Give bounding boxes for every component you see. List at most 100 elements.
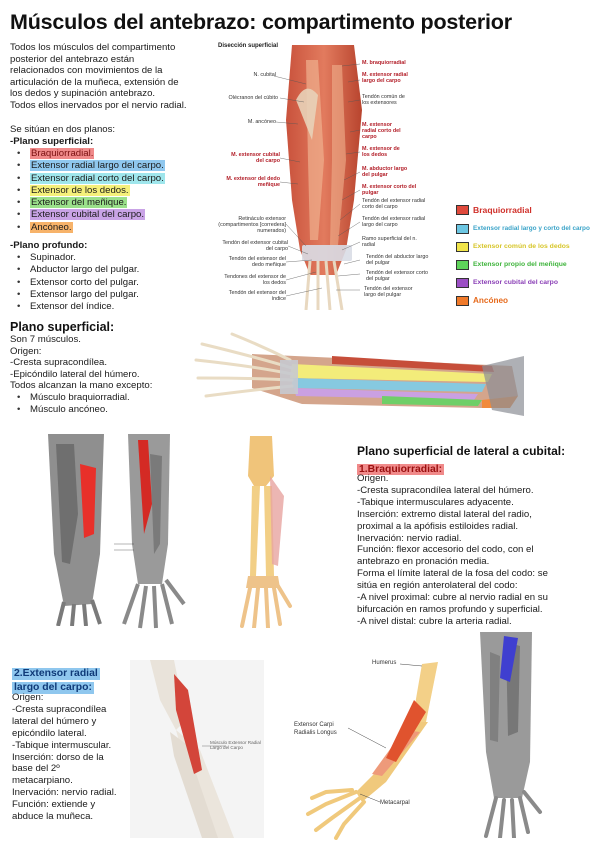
legend-ext-cubital: Extensor cubital del carpo: [456, 276, 558, 289]
intro-line: articulación de la muñeca, extensión de: [10, 76, 179, 88]
label-ercl-line2: Radialis Longus: [294, 730, 337, 736]
legend-label: Extensor cubital del carpo: [473, 279, 558, 286]
text-line: Inervación: nervio radial.: [12, 787, 117, 799]
superficial-section-title: Plano superficial:: [10, 320, 115, 334]
label-olecranon: Olécranon del cúbito: [228, 95, 278, 101]
figure-heading: Disección superficial: [218, 43, 279, 49]
text-line: Son 7 músculos.: [10, 334, 81, 345]
posterior-arm-figure-2: [110, 434, 192, 630]
list-item: Supinador.: [10, 252, 210, 265]
text-line: Inervación: nervio radial.: [357, 532, 462, 544]
ercl-subtitle: 2.Extensor radial largo del carpo:: [12, 666, 124, 694]
label-m-ext-radial-corto: M. extensor radial corto del carpo: [362, 122, 401, 141]
text-line: -Cresta supracondílea.: [10, 357, 108, 369]
text-line: proximal a la apófisis estiloides radial…: [357, 520, 519, 532]
posterior-arm-illustration: [114, 434, 186, 629]
label-m-anconeo: M. ancóneo: [247, 119, 276, 125]
posterior-arm-illustration: [48, 434, 104, 626]
label-ramo-superficial: Ramo superficial del n. radial: [362, 236, 417, 249]
ercl-section-text: Origen: -Cresta supracondílea lateral de…: [12, 692, 134, 823]
superficial-list: Braquiorradial. Extensor radial largo de…: [10, 148, 210, 234]
intro-line: relacionados con movimientos de la: [10, 65, 163, 77]
label-tendon-ext-largo-pulgar: Tendón del extensor largo del pulgar: [364, 286, 413, 299]
list-item: Ancóneo.: [10, 221, 210, 234]
text-line: base del 2º: [12, 763, 60, 775]
deep-list: Supinador. Abductor largo del pulgar. Ex…: [10, 252, 210, 314]
lateral-section-text: Origen. -Cresta supracondílea lateral de…: [357, 473, 595, 628]
list-item-label: Extensor de los dedos.: [30, 184, 130, 196]
legend-anconeo: Ancóneo: [456, 294, 508, 307]
braquiorradial-subtitle: 1.Braquiorradial:: [357, 459, 445, 477]
page-title: Músculos del antebrazo: compartimento po…: [10, 10, 512, 34]
ercl-posterior-illustration: [480, 632, 542, 838]
legend-braquiorradial: Braquiorradial: [456, 203, 532, 216]
label-tendon-ext-corto-pulgar: Tendón del extensor corto del pulgar: [366, 270, 429, 283]
legend-ext-radial: Extensor radial largo y corto del carpo: [456, 222, 590, 235]
planes-intro: Se sitúan en dos planos:: [10, 124, 116, 135]
text-line: -Tabique intermuscular.: [12, 739, 112, 751]
label-tendones-ext-dedos: Tendones del extensor de los dedos: [224, 274, 286, 287]
list-item-label: Extensor radial corto del carpo.: [30, 172, 165, 184]
list-item-label: Braquiorradial.: [30, 148, 95, 159]
text-line: Forma el límite lateral de la fosa del c…: [357, 568, 548, 580]
label-small: Músculo Extensor Radial Largo del Carpo: [210, 740, 261, 751]
label-tendon-ext-radial-largo: Tendón del extensor radial largo del car…: [362, 216, 426, 229]
text-line: Inserción: extremo distal lateral del ra…: [357, 508, 532, 520]
legend-ext-menique: Extensor propio del meñique: [456, 258, 567, 271]
deep-heading: -Plano profundo:: [10, 240, 88, 251]
ercl-elbow-figure: Músculo Extensor Radial Largo del Carpo: [130, 660, 264, 838]
intro-paragraph: Todos los músculos del compartimento pos…: [10, 42, 210, 112]
forearm-bone-illustration: [240, 436, 292, 628]
ercl-arm-figure: Humerus Extensor Carpi Radialis Longus M…: [286, 652, 456, 840]
list-item: Extensor radial corto del carpo.: [10, 172, 210, 185]
label-m-ext-radial-largo: M. extensor radial largo del carpo: [362, 72, 408, 85]
list-item: Extensor del índice.: [10, 301, 210, 314]
text-line: bifurcación en ramos profundo y superfic…: [357, 603, 543, 615]
ercl-posterior-figure: [470, 632, 548, 838]
legend-swatch: [456, 223, 469, 234]
label-tendon-ext-menique: Tendón del extensor del dedo meñique: [228, 256, 286, 269]
label-m-abductor: M. abductor largo del pulgar: [362, 166, 408, 179]
superficial-dissection-figure: Disección superficial: [214, 40, 446, 310]
forearm-bone-figure: [232, 436, 294, 628]
text-line: Origen.: [357, 473, 389, 484]
legend-swatch: [456, 259, 469, 270]
label-tendon-ext-cubital: Tendón del extensor cubital del carpo: [222, 240, 288, 253]
list-item: Extensor corto del pulgar.: [10, 277, 210, 290]
list-item: Extensor de los dedos.: [10, 184, 210, 197]
label-m-ext-dedos: M. extensor de los dedos: [362, 146, 400, 159]
text-line: -A nivel distal: cubre la arteria radial…: [357, 615, 512, 627]
subtitle-label: 1.Braquiorradial:: [357, 464, 445, 475]
intro-line: los dedos y supinación antebrazo.: [10, 88, 156, 100]
forearm-horizontal-figure: [182, 326, 524, 422]
list-item: Braquiorradial.: [10, 148, 210, 161]
legend-swatch: [456, 277, 469, 288]
text-line: -Tabique intermusculares adyacente.: [357, 496, 514, 508]
legend-swatch: [456, 241, 469, 252]
text-line: -A nivel proximal: cubre al nervio radia…: [357, 592, 548, 604]
text-line: epicóndilo lateral.: [12, 727, 87, 739]
list-item: Músculo ancóneo.: [10, 404, 180, 417]
list-item: Abductor largo del pulgar.: [10, 264, 210, 277]
list-item-label: Extensor del meñique.: [30, 197, 128, 209]
subtitle-line: largo del carpo:: [12, 682, 94, 694]
forearm-horizontal-illustration: [194, 332, 524, 416]
ercl-arm-illustration: [306, 662, 438, 840]
label-n-cubital: N. cubital: [253, 72, 276, 78]
text-line: metacarpiano.: [12, 775, 73, 787]
superficial-heading: -Plano superficial:: [10, 136, 94, 147]
forearm-dissection-illustration: [273, 45, 362, 310]
posterior-arm-figure-1: [34, 434, 116, 626]
label-ercl-line1: Extensor Carpi: [294, 722, 334, 728]
label-m-braquiorradial: M. braquiorradial: [362, 60, 406, 66]
label-tendon-comun: Tendón común de los extensores: [362, 94, 405, 107]
list-item: Extensor largo del pulgar.: [10, 289, 210, 302]
superficial-exceptions-list: Músculo braquiorradial. Músculo ancóneo.: [10, 392, 180, 417]
legend-label: Extensor radial largo y corto del carpo: [473, 225, 590, 232]
subtitle-line: 2.Extensor radial: [12, 668, 100, 680]
lateral-section-title: Plano superficial de lateral a cubital:: [357, 444, 566, 458]
text-line: Función: extiende y: [12, 799, 96, 811]
ercl-elbow-illustration: [150, 660, 234, 838]
text-line: antebrazo en pronación media.: [357, 556, 490, 568]
legend-ext-comun: Extensor común de los dedos: [456, 240, 570, 253]
